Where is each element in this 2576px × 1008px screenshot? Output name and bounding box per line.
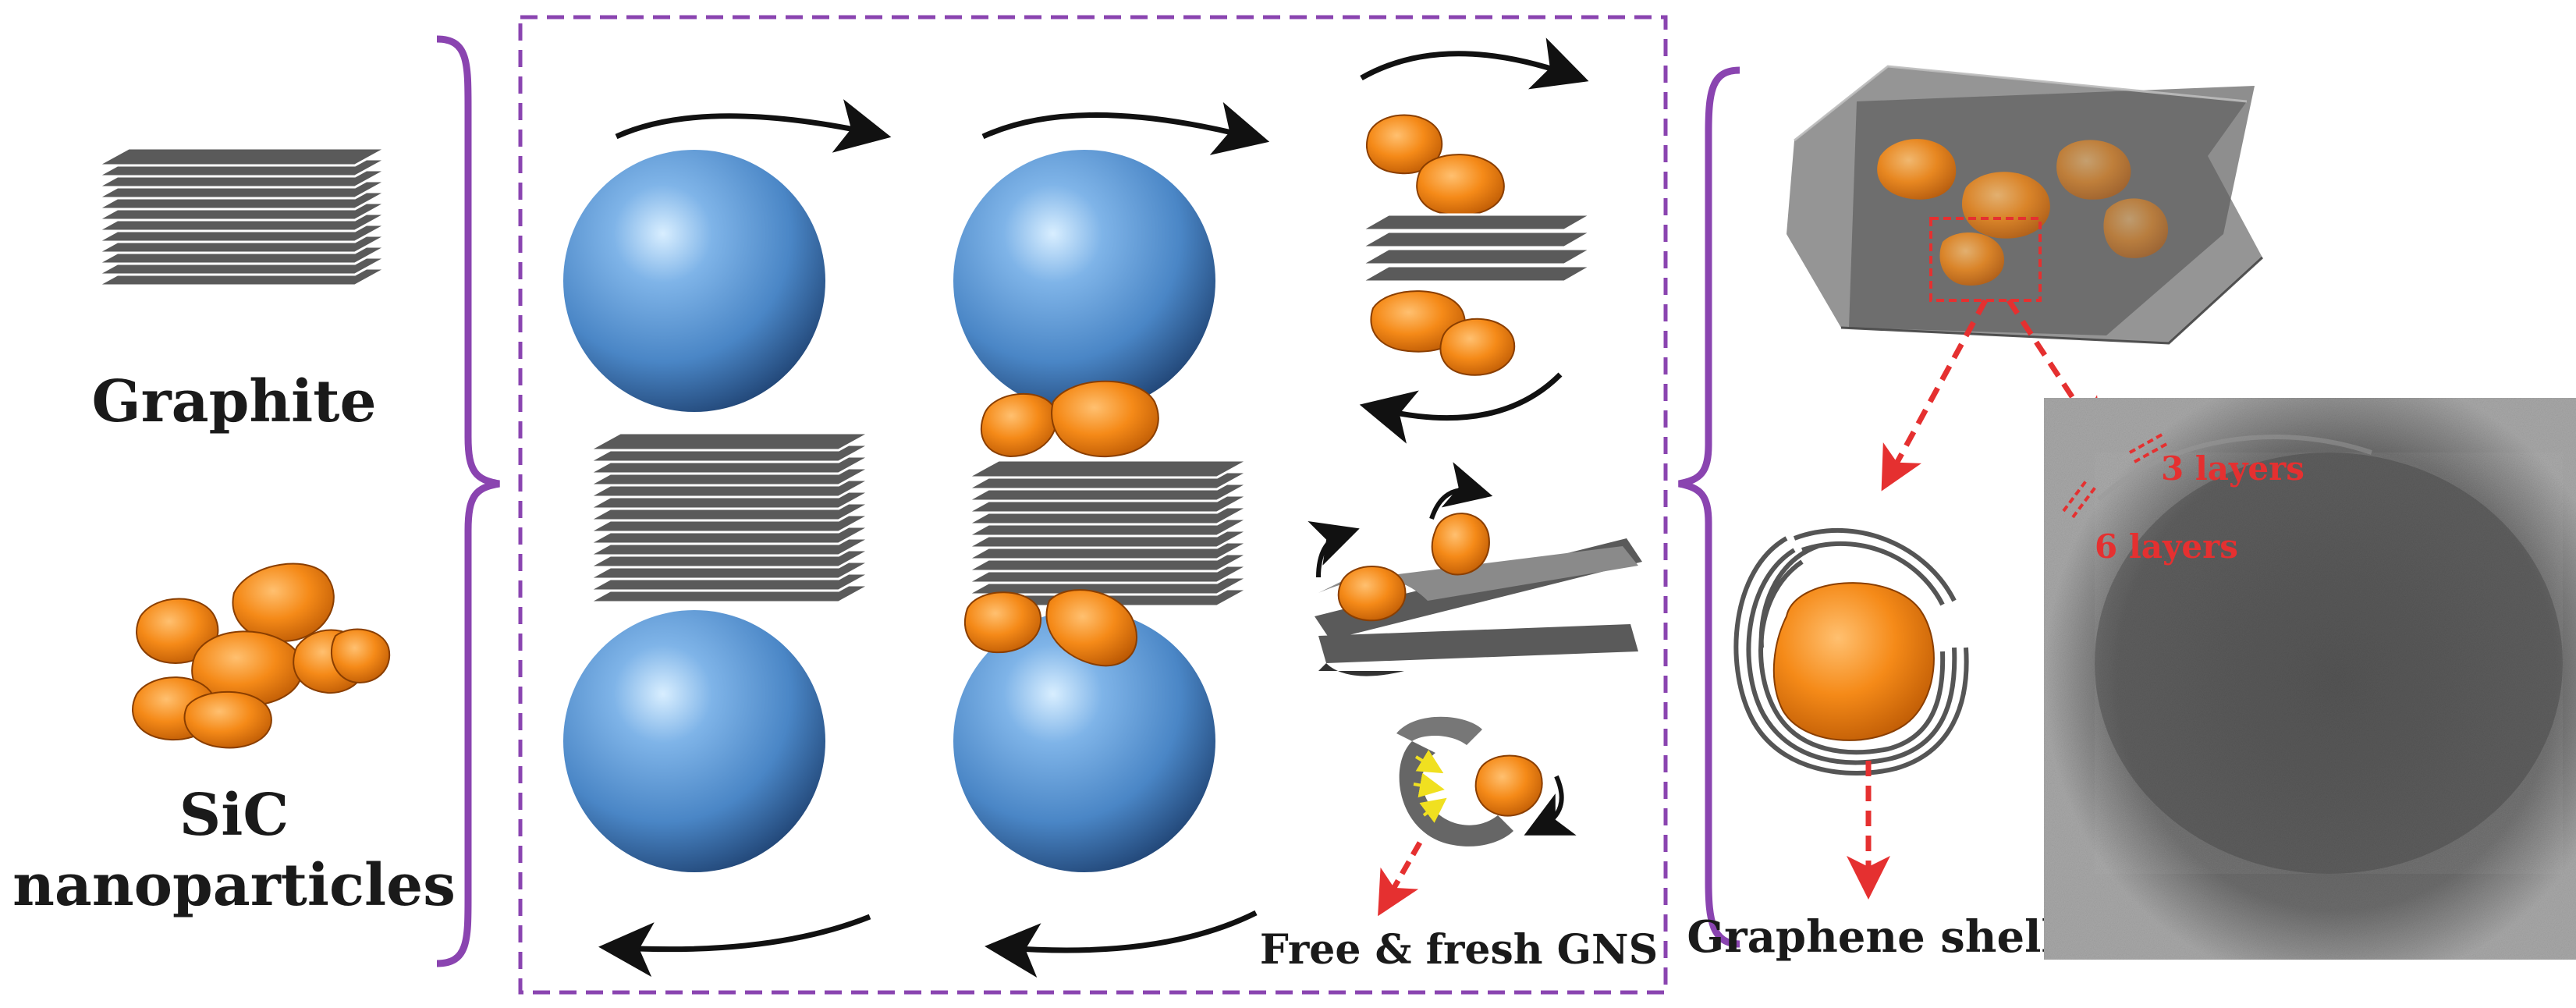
three-layers-label: 3 layers (2161, 449, 2305, 488)
sic-particle-curled (1474, 754, 1543, 817)
red-arrow-free-gns (1378, 841, 1423, 917)
milling-ball-top-right (953, 150, 1215, 412)
sic-particles-contact-top (980, 380, 1159, 458)
composite-sic-4 (2103, 198, 2169, 258)
sic-particles-col3-lower (1370, 290, 1516, 376)
sic-particles-col3-upper (1365, 114, 1505, 216)
free-gns-label: Free & fresh GNS (1260, 926, 1658, 974)
zoom-region-box (1929, 217, 2042, 302)
rotation-arrow-top-right (981, 101, 1270, 155)
graphene-shell-label: Graphene shell (1687, 911, 2057, 963)
rotation-arrow-exfoliation-top (1429, 462, 1493, 520)
rotation-arrow-col3-top (1360, 37, 1589, 90)
composite-sic-1 (1877, 139, 1957, 200)
milling-ball-bottom-left (563, 610, 825, 872)
exfoliated-sheets (1315, 538, 1642, 676)
graphene-shell-core (1772, 582, 1935, 741)
tem-image (2044, 398, 2576, 960)
sic-particles-contact-bottom (963, 589, 1138, 667)
milling-ball-bottom-right (953, 610, 1215, 872)
sic-label-line1: SiC (179, 782, 289, 849)
sic-nanoparticle-cluster (132, 563, 391, 749)
rotation-arrow-bottom-right (985, 910, 1258, 978)
rotation-arrow-curled (1524, 775, 1577, 836)
graphite-stack (97, 147, 387, 287)
graphene-shell-illustration (1733, 527, 1969, 776)
rotation-arrow-col3-bottom (1359, 372, 1563, 444)
curled-graphene-sheet (1396, 716, 1513, 847)
rotation-arrow-exfoliation-small (1308, 520, 1360, 578)
sic-particles-exfoliation (1337, 513, 1490, 622)
red-arrow-to-shell (1881, 299, 1989, 492)
composite-sic-2 (1961, 172, 2050, 239)
graphite-label: Graphite (91, 368, 376, 435)
composite-sic-3 (2056, 140, 2131, 200)
graphite-stack-col3 (1357, 213, 1596, 283)
six-layers-label: 6 layers (2095, 527, 2238, 566)
rotation-arrow-bottom-left (598, 914, 871, 978)
graphite-stack-col2 (967, 459, 1249, 608)
left-curly-bracket (436, 35, 500, 967)
milling-process-box (518, 15, 1668, 995)
composite-sic-5 (1939, 232, 2005, 286)
layer-markers (2062, 431, 2170, 519)
right-curly-bracket (1678, 66, 1740, 948)
graphene-sic-composite (1787, 65, 2264, 345)
sic-label-line2: nanoparticles (12, 852, 456, 919)
graphite-stack-col1 (588, 431, 871, 604)
milling-ball-top-left (563, 150, 825, 412)
rotation-arrow-top-left (615, 99, 892, 153)
